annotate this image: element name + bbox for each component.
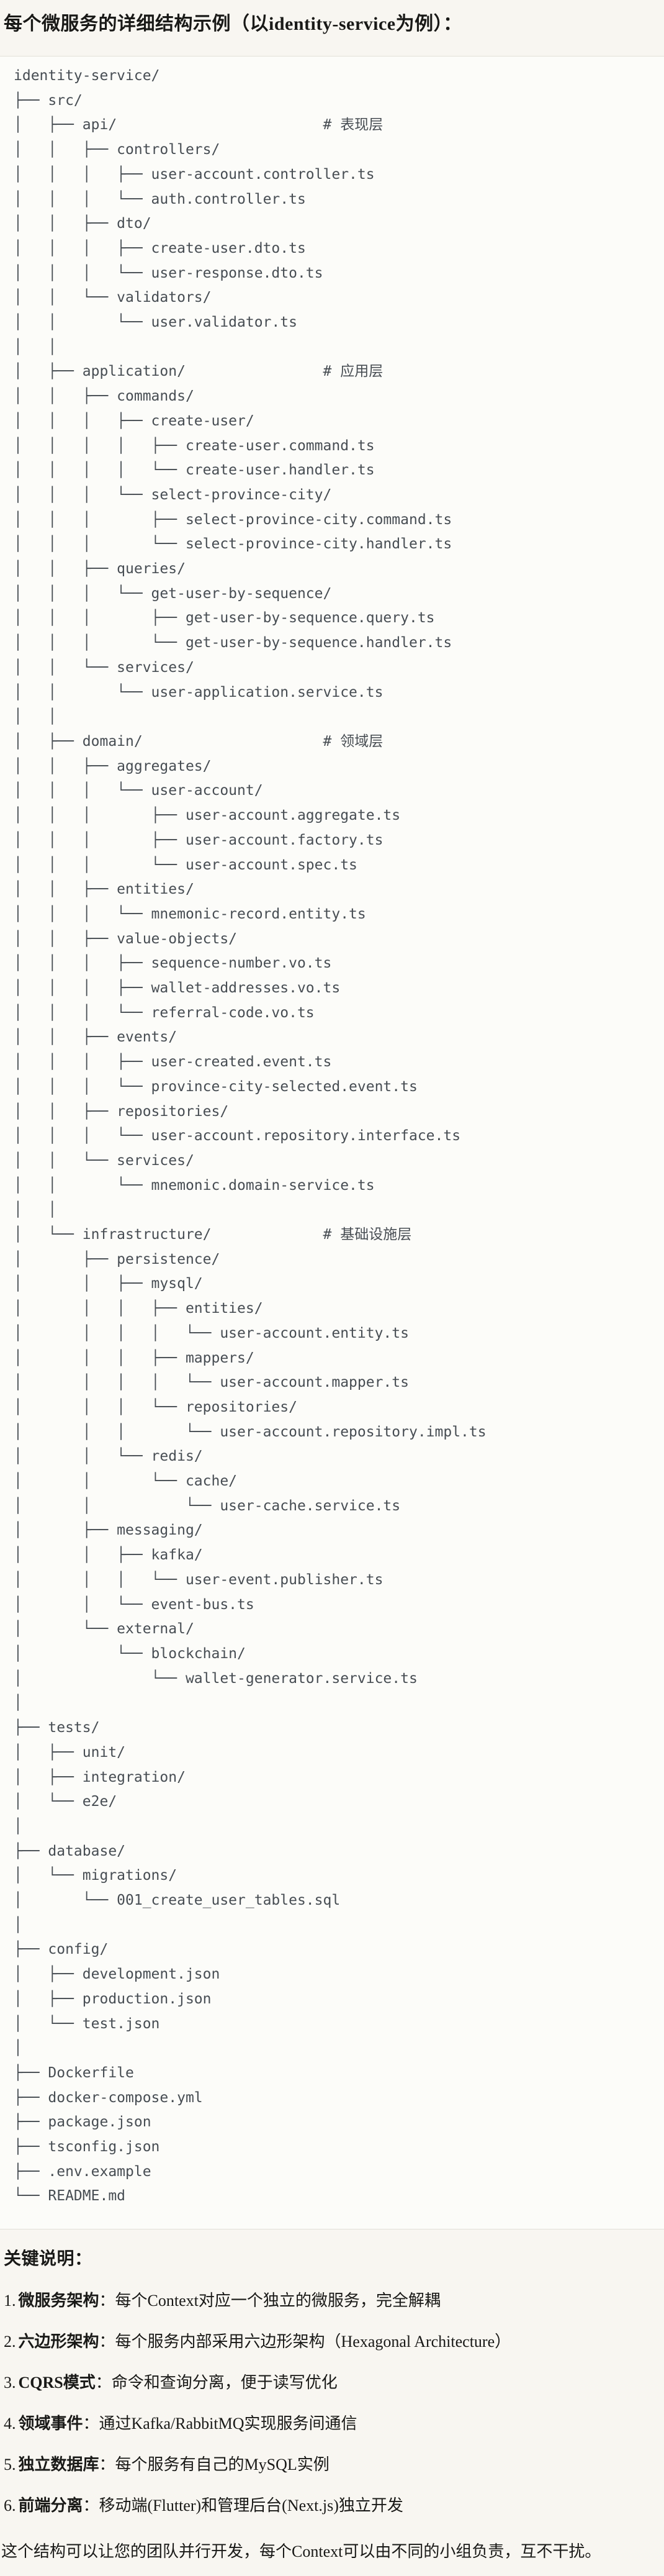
note-item: 3.CQRS模式：命令和查询分离，便于读写优化 <box>4 2372 658 2393</box>
note-term: 微服务架构 <box>18 2292 99 2310</box>
note-item: 1.微服务架构：每个Context对应一个独立的微服务，完全解耦 <box>4 2290 658 2311</box>
note-item: 5.独立数据库：每个服务有自己的MySQL实例 <box>4 2454 658 2475</box>
note-term: CQRS模式 <box>18 2374 96 2392</box>
note-number: 2. <box>4 2333 16 2351</box>
closing-paragraph: 这个结构可以让您的团队并行开发，每个Context可以由不同的小组负责，互不干扰… <box>1 2542 601 2561</box>
note-item: 6.前端分离：移动端(Flutter)和管理后台(Next.js)独立开发 <box>4 2495 658 2516</box>
note-term: 前端分离 <box>18 2497 83 2515</box>
note-item: 2.六边形架构：每个服务内部采用六边形架构（Hexagonal Architec… <box>4 2331 658 2352</box>
note-item: 4.领域事件：通过Kafka/RabbitMQ实现服务间通信 <box>4 2413 658 2434</box>
note-text: ：每个Context对应一个独立的微服务，完全解耦 <box>99 2292 441 2310</box>
note-term: 六边形架构 <box>18 2333 99 2351</box>
note-text: ：每个服务有自己的MySQL实例 <box>99 2456 330 2474</box>
note-number: 3. <box>4 2374 16 2392</box>
note-text: ：每个服务内部采用六边形架构（Hexagonal Architecture） <box>99 2333 511 2351</box>
note-text: ：移动端(Flutter)和管理后台(Next.js)独立开发 <box>83 2497 403 2515</box>
note-text: ：通过Kafka/RabbitMQ实现服务间通信 <box>83 2415 357 2433</box>
code-block: identity-service/ ├── src/ │ ├── api/ # … <box>0 56 664 2230</box>
note-term: 领域事件 <box>18 2415 83 2433</box>
note-number: 6. <box>4 2497 16 2515</box>
note-number: 1. <box>4 2292 16 2310</box>
note-number: 5. <box>4 2456 16 2474</box>
note-text: ：命令和查询分离，便于读写优化 <box>95 2374 338 2392</box>
notes-list: 1.微服务架构：每个Context对应一个独立的微服务，完全解耦 2.六边形架构… <box>0 2290 664 2516</box>
notes-heading: 关键说明： <box>4 2249 92 2269</box>
page-title: 每个微服务的详细结构示例（以identity-service为例）： <box>4 14 462 34</box>
note-term: 独立数据库 <box>18 2456 99 2474</box>
note-number: 4. <box>4 2415 16 2433</box>
directory-tree: identity-service/ ├── src/ │ ├── api/ # … <box>14 68 487 2205</box>
